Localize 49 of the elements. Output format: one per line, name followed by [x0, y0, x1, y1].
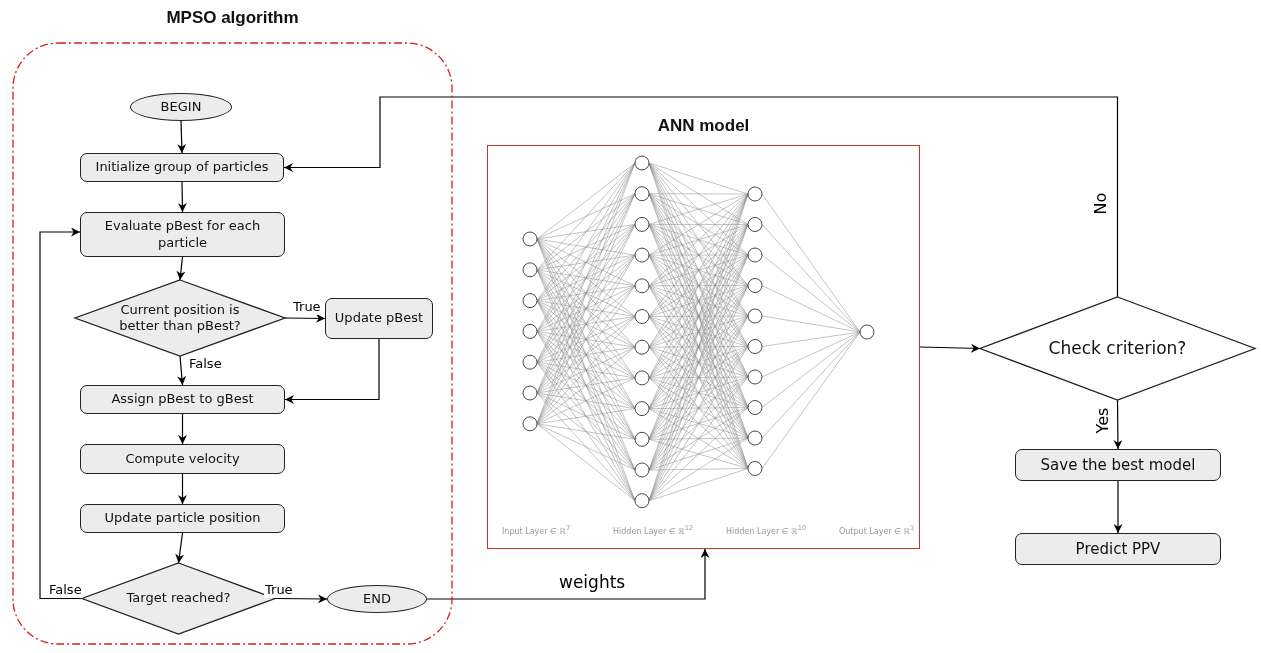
- arrow: [1113, 480, 1123, 534]
- arrow: [284, 313, 326, 323]
- edge-label: True: [292, 299, 322, 315]
- decision-diamond: [75, 280, 285, 356]
- group-title: MPSO algorithm: [165, 8, 300, 28]
- step-text: Target reached?: [126, 590, 231, 607]
- arrow: [426, 548, 710, 600]
- process-box: [80, 385, 285, 414]
- layer-label: Input Layer ∈ ℝ$^{7}$: [502, 524, 571, 536]
- process-box: [1015, 533, 1221, 565]
- step-text: Update particle position: [104, 510, 261, 527]
- arrow: [177, 120, 187, 154]
- layer-label: Hidden Layer ∈ ℝ$^{10}$: [726, 524, 807, 536]
- step-text: Update pBest: [334, 310, 424, 327]
- process-box: [1015, 449, 1221, 481]
- layer-label: Output Layer ∈ ℝ$^{1}$: [839, 524, 915, 536]
- arrow: [176, 256, 186, 281]
- step-text: Evaluate pBest for each particle: [103, 218, 262, 251]
- process-box: [80, 504, 285, 533]
- arrow: [177, 181, 187, 213]
- process-box: [325, 298, 433, 339]
- arrow: [283, 96, 1119, 298]
- step-text: Predict PPV: [1075, 539, 1161, 559]
- arrow: [284, 338, 380, 404]
- edge-label: False: [48, 582, 83, 598]
- arrow: [178, 473, 187, 505]
- process-box: [80, 212, 285, 257]
- arrow: [919, 343, 981, 353]
- step-text: Check criterion?: [1048, 337, 1187, 360]
- arrow: [274, 594, 328, 604]
- step-text: BEGIN: [160, 98, 202, 116]
- step-text: Save the best model: [1040, 455, 1196, 475]
- process-box: [80, 153, 284, 182]
- arrow: [175, 532, 185, 564]
- edge-label: True: [264, 582, 294, 598]
- step-text: Assign pBest to gBest: [111, 391, 254, 408]
- step-text: Compute velocity: [125, 450, 240, 468]
- step-text: Initialize group of particles: [95, 159, 269, 176]
- arrow: [178, 413, 187, 445]
- arrow: [177, 355, 187, 386]
- panel-title: ANN model: [656, 116, 751, 136]
- step-text: END: [363, 590, 391, 608]
- arrow: [39, 227, 83, 600]
- step-text: Current position is better than pBest?: [118, 301, 242, 335]
- decision-diamond: [980, 297, 1255, 400]
- edge-label: weights: [558, 572, 627, 593]
- layer-label: Hidden Layer ∈ ℝ$^{12}$: [613, 524, 694, 536]
- process-box: [80, 444, 285, 474]
- arrow: [1113, 399, 1123, 450]
